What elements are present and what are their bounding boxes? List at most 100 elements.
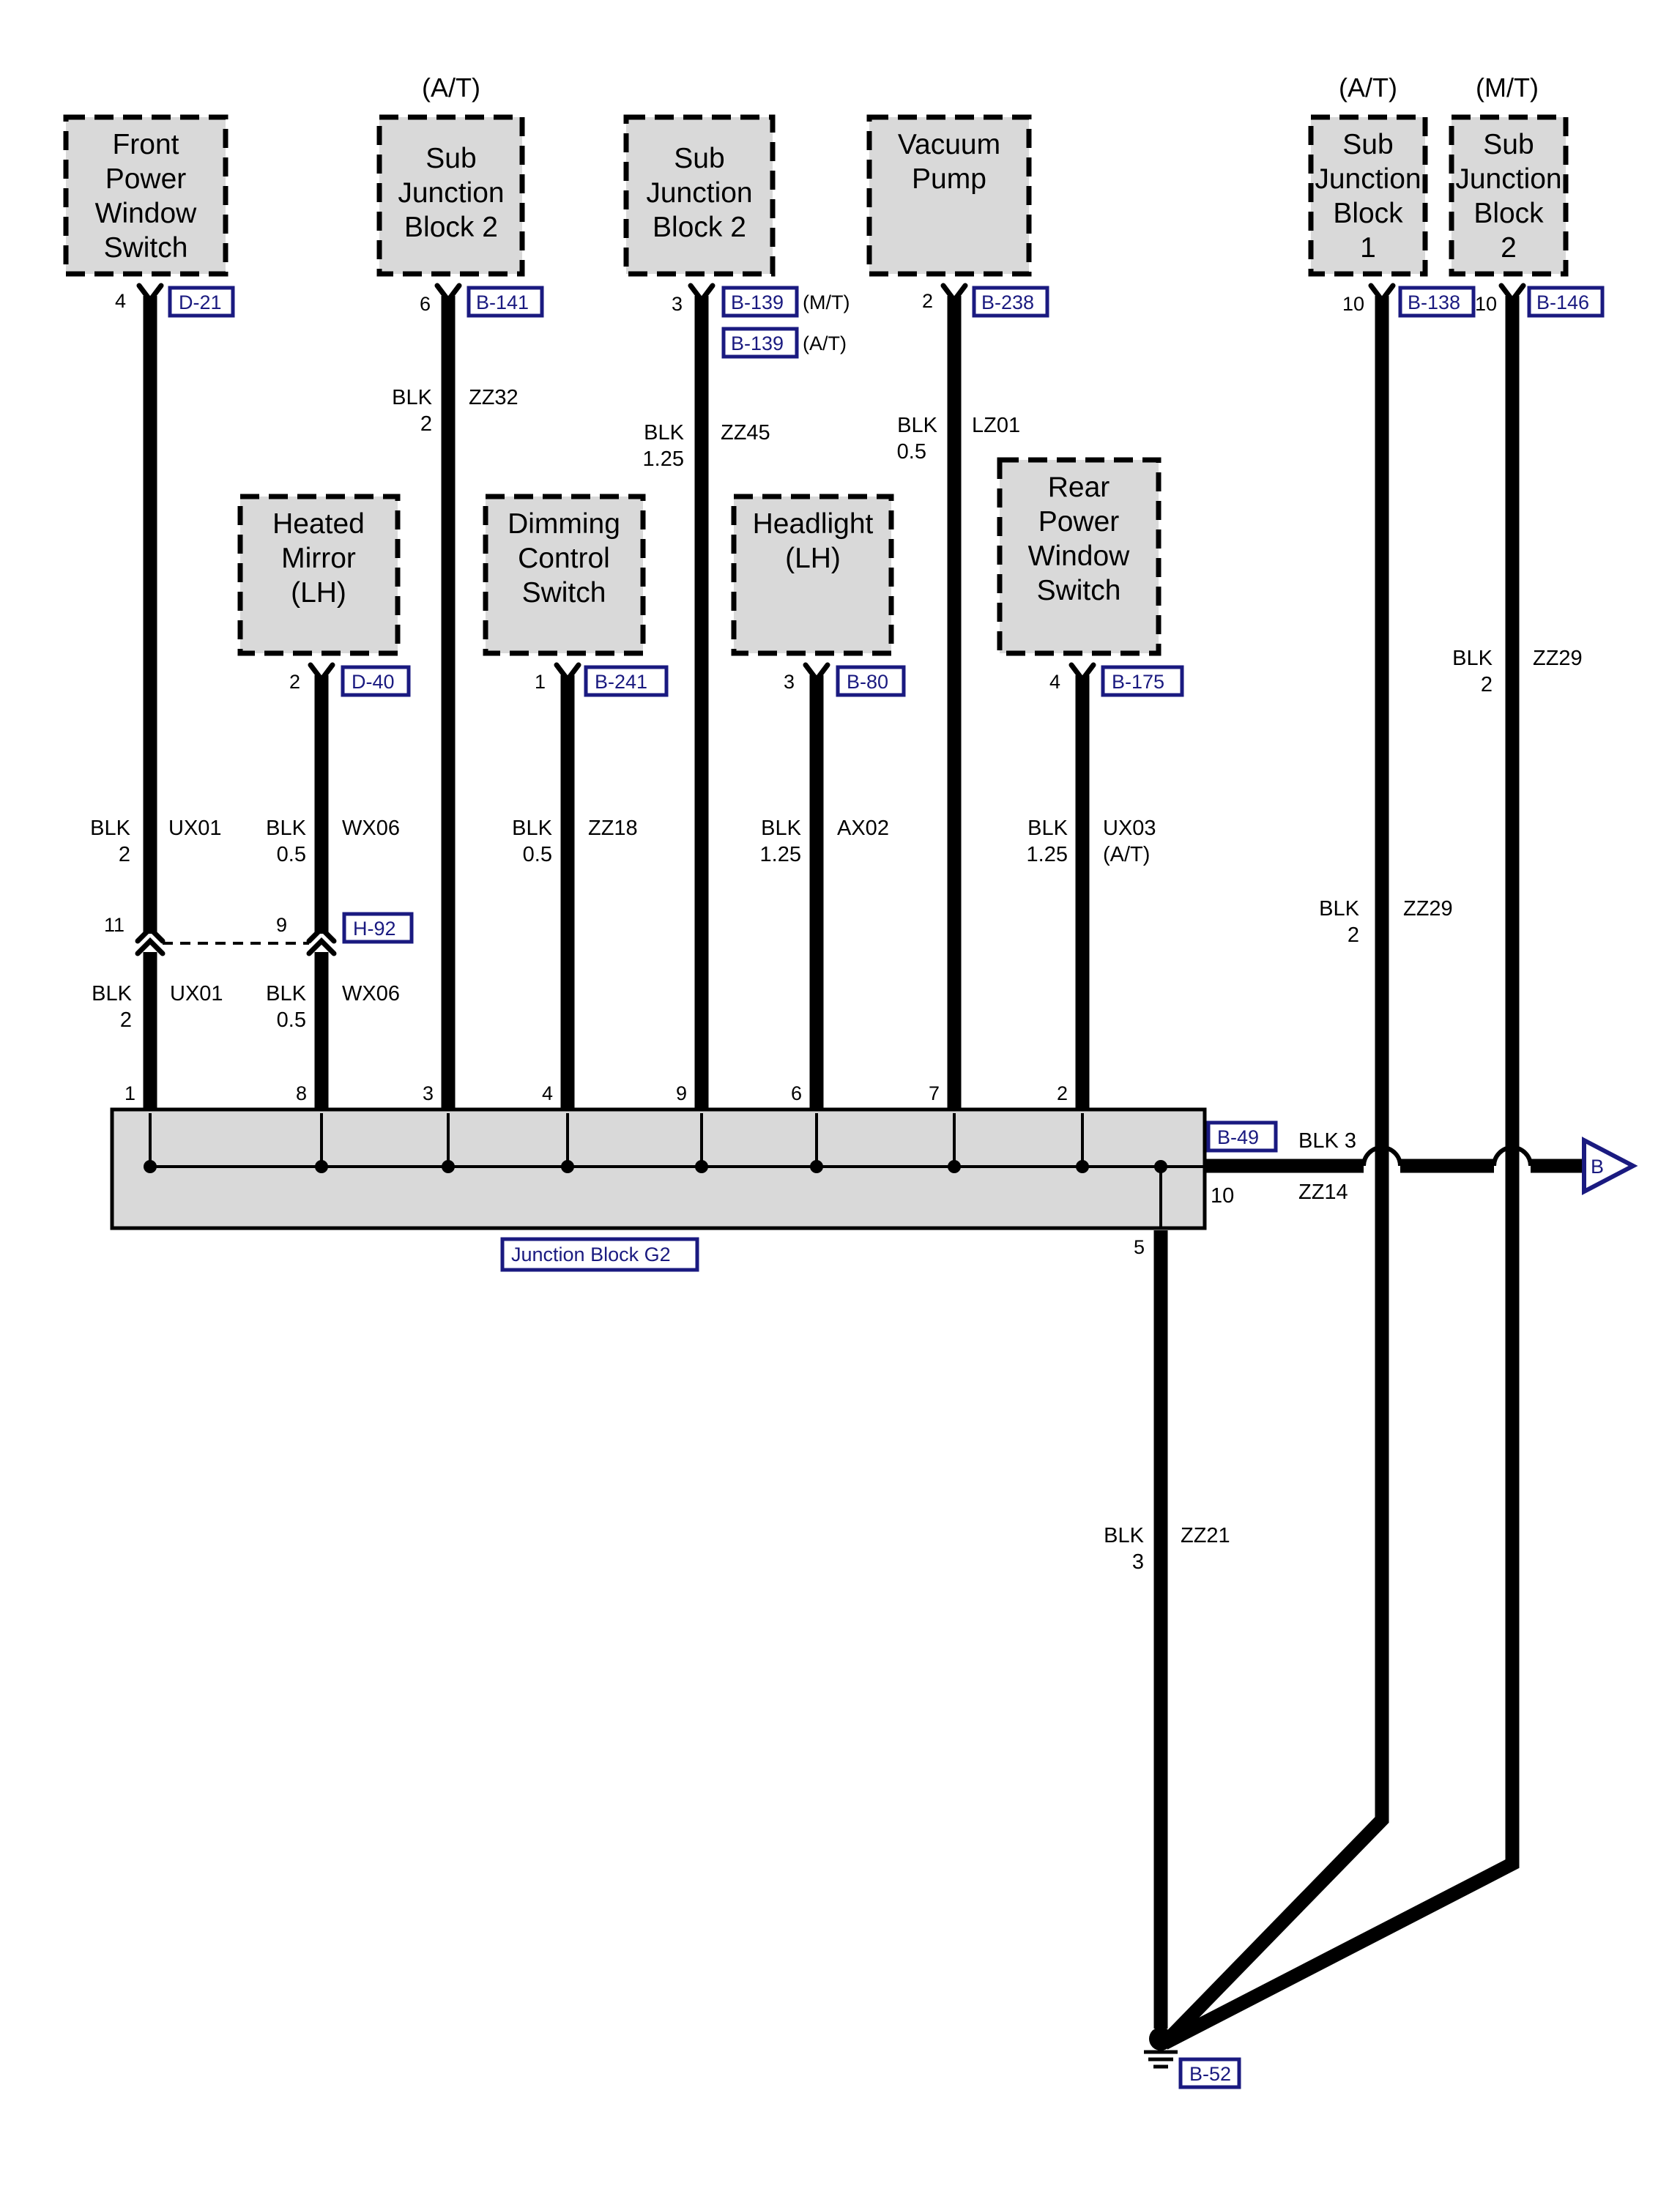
wire-color: BLK: [90, 817, 130, 840]
component-front-power-window-switch: Front Power Window Switch: [63, 114, 228, 277]
wire-id: UX03: [1103, 817, 1156, 840]
fork-b138: [1368, 283, 1396, 305]
fork-b175: [1068, 662, 1096, 684]
wire-crossover-hop: [1361, 1145, 1402, 1167]
jb-pin: 5: [1134, 1236, 1145, 1258]
component-vacuum-pump: Vacuum Pump: [866, 114, 1032, 277]
connector-b52-box: [1178, 2057, 1241, 2089]
splice-dot: [561, 1160, 574, 1173]
jb-pin: 2: [1057, 1082, 1068, 1104]
component-label: Front: [112, 129, 179, 160]
connector-b139-variant-mt: (M/T): [803, 291, 850, 313]
wire-gauge: 2: [1481, 673, 1493, 696]
wire-color: BLK: [1452, 647, 1493, 670]
connector-b146-box: [1527, 286, 1605, 318]
pin-number: 3: [784, 671, 795, 693]
wire-color: BLK: [266, 817, 306, 840]
component-label: Heated: [272, 508, 365, 540]
jb-pin: 9: [676, 1082, 687, 1104]
fork-h92-right-top: [306, 925, 337, 944]
component-sub-junction-block-2-at: Sub Junction Block 2: [376, 114, 525, 277]
pin-number: 6: [420, 293, 431, 315]
component-label: (LH): [291, 577, 346, 609]
fork-b146: [1498, 283, 1526, 305]
wire-color-gauge: BLK 3: [1298, 1129, 1356, 1153]
component-sub-junction-block-1: Sub Junction Block 1: [1308, 114, 1428, 277]
connector-d21-code: D-21: [179, 291, 222, 313]
pin-number: 1: [535, 671, 546, 693]
connector-b139-at-box: [721, 327, 799, 359]
pin-number: 11: [104, 914, 124, 936]
connector-b139-variant-at: (A/T): [803, 332, 847, 354]
note-at-sub-junction-block-1: (A/T): [1339, 73, 1397, 103]
wire-color: BLK: [512, 817, 552, 840]
component-heated-mirror-lh: Heated Mirror (LH): [237, 494, 401, 656]
jb-pin: 4: [542, 1082, 553, 1104]
connector-b49-code: B-49: [1217, 1126, 1259, 1148]
fork-h92-right-bottom: [306, 937, 337, 956]
component-label: Power: [1038, 506, 1120, 538]
component-label: Sub: [1483, 129, 1534, 160]
ground-icon: [1144, 2027, 1178, 2069]
connector-b141-code: B-141: [476, 291, 529, 313]
jb-pin: 1: [124, 1082, 135, 1104]
wires: [143, 296, 1586, 2050]
component-label: Switch: [104, 232, 188, 264]
wire-id: ZZ32: [469, 386, 519, 409]
connector-forks: [135, 283, 1526, 956]
jb-pin: 7: [929, 1082, 940, 1104]
connector-h92-code: H-92: [353, 918, 396, 940]
wire-gauge: 0.5: [897, 440, 926, 464]
component-label: Window: [1028, 540, 1131, 572]
fork-b238: [940, 283, 968, 305]
component-label: Pump: [912, 163, 986, 195]
connector-d21-box: [168, 286, 235, 318]
wire-color: BLK: [1319, 897, 1359, 921]
splice-dot: [442, 1160, 455, 1173]
connector-b139-mt-code: B-139: [731, 291, 784, 313]
offpage-connector-b: B: [1582, 1137, 1638, 1195]
component-label: 2: [1501, 232, 1517, 264]
connector-d40-code: D-40: [352, 671, 395, 693]
component-label: Switch: [522, 577, 606, 609]
component-label: Block 2: [653, 212, 746, 243]
component-label: Headlight: [753, 508, 874, 540]
wire-id: UX01: [168, 817, 222, 840]
component-label: Sub: [1342, 129, 1393, 160]
wire-id: ZZ29: [1403, 897, 1453, 921]
component-label: Power: [105, 163, 187, 195]
pin-number: 9: [276, 914, 287, 936]
wire-gauge: 0.5: [523, 843, 552, 866]
fork-b241: [554, 662, 581, 684]
component-label: Block 2: [404, 212, 498, 243]
pin-number: 4: [115, 290, 126, 312]
wire-gauge: 1.25: [760, 843, 801, 866]
wire-gauge: 2: [420, 412, 432, 436]
connector-b52-code: B-52: [1189, 2063, 1231, 2085]
wire-color: BLK: [266, 982, 306, 1005]
junction-block-label-box: [500, 1237, 699, 1272]
connector-b175-box: [1101, 665, 1184, 697]
wire-gauge: 0.5: [277, 1008, 306, 1032]
wire-id: WX06: [342, 817, 400, 840]
wire-crossover-hop: [1492, 1145, 1533, 1167]
connector-b49-box: [1206, 1120, 1278, 1153]
component-dimming-control-switch: Dimming Control Switch: [483, 494, 646, 656]
fork-h92-left-top: [135, 925, 166, 944]
component-rear-power-window-switch: Rear Power Window Switch: [997, 457, 1161, 656]
wire-id: ZZ21: [1181, 1524, 1230, 1547]
pin-number: 10: [1342, 293, 1364, 315]
connector-b139-mt-box: [721, 286, 799, 318]
splice-dot: [1154, 1160, 1167, 1173]
junction-block-label: Junction Block G2: [511, 1244, 671, 1265]
connector-b80-code: B-80: [847, 671, 888, 693]
component-label: Junction: [1315, 163, 1421, 195]
component-label: (LH): [785, 543, 841, 574]
wire-gauge: 1.25: [643, 447, 684, 471]
component-label: Junction: [1455, 163, 1561, 195]
wire-id: ZZ29: [1533, 647, 1583, 670]
component-label: Sub: [425, 143, 476, 174]
wire-zz29-left: [1159, 296, 1389, 2048]
component-label: Switch: [1037, 575, 1121, 606]
wire-id: WX06: [342, 982, 400, 1005]
